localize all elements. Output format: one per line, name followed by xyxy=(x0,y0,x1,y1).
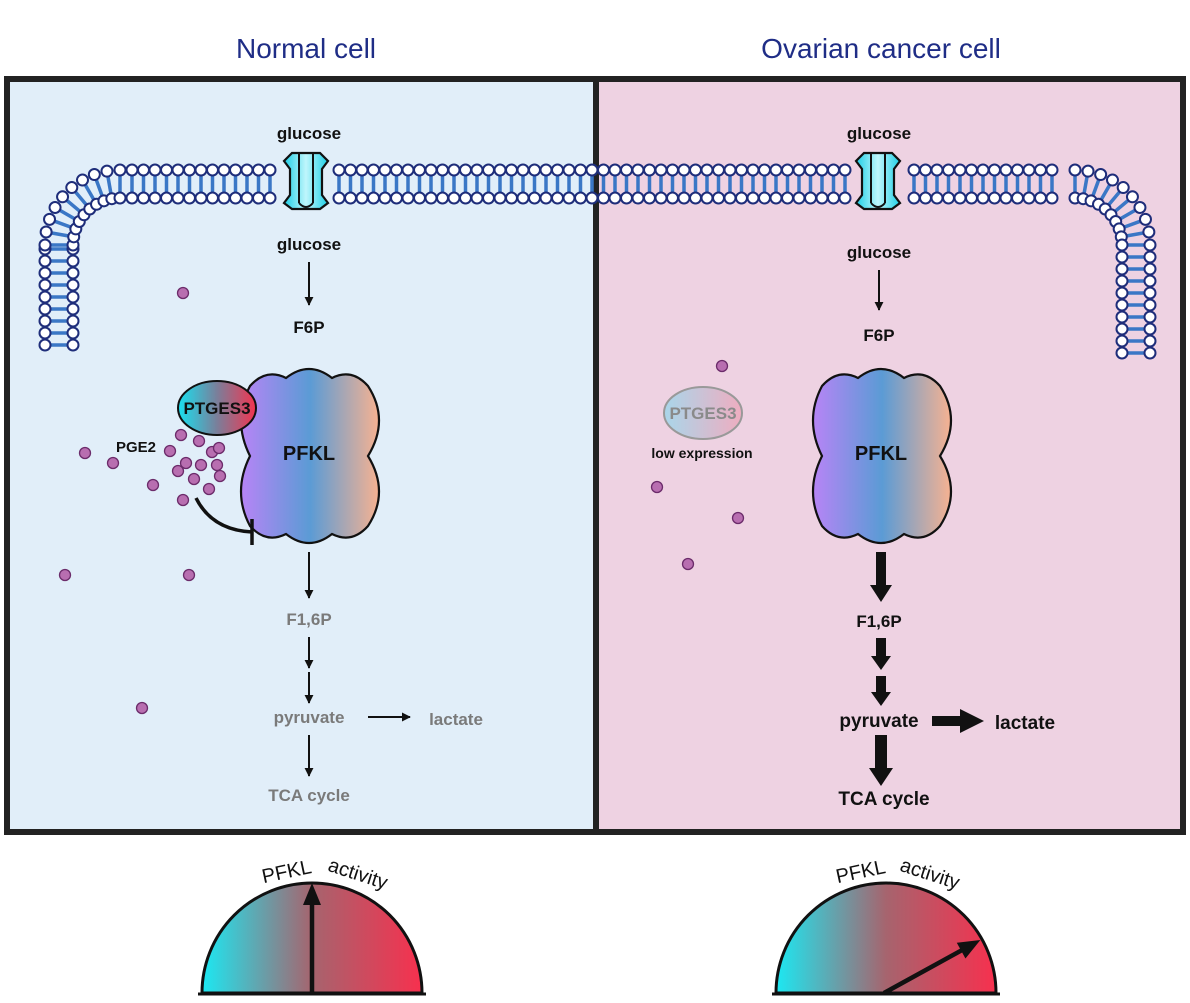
pge2-molecule-icon xyxy=(187,472,201,486)
normal-pfkl-enzyme xyxy=(240,367,380,545)
normal-glucose-inside: glucose xyxy=(277,235,341,254)
arrow-icon xyxy=(870,552,892,602)
pge2-molecule-icon xyxy=(176,286,190,300)
pge2-label: PGE2 xyxy=(116,439,156,456)
normal-pyruvate: pyruvate xyxy=(274,708,345,727)
cancer-tca-cycle: TCA cycle xyxy=(838,789,929,810)
cancer-f6p: F6P xyxy=(863,326,894,345)
pge2-molecule-icon xyxy=(202,482,216,496)
pge2-molecules xyxy=(58,286,745,715)
cancer-glucose-inside: glucose xyxy=(847,243,911,262)
cancer-pyruvate: pyruvate xyxy=(839,711,918,732)
glucose-transporter-icon xyxy=(282,151,330,211)
pge2-molecule-icon xyxy=(78,446,92,460)
normal-lactate: lactate xyxy=(429,710,483,729)
gauge-needle-icon xyxy=(882,945,968,995)
pge2-molecule-icon xyxy=(135,701,149,715)
cancer-activity-gauge: PFKL activity xyxy=(772,854,1000,996)
arrow-icon xyxy=(869,735,893,786)
normal-cell-title: Normal cell xyxy=(236,33,376,64)
pge2-molecule-icon xyxy=(210,458,224,472)
arrow-icon xyxy=(932,709,984,733)
pge2-molecule-icon xyxy=(163,444,177,458)
pge2-molecule-icon xyxy=(58,568,72,582)
gauge-needle-icon xyxy=(956,940,981,959)
pge2-molecule-icon xyxy=(192,434,206,448)
pge2-molecule-icon xyxy=(179,456,193,470)
pge2-molecule-icon xyxy=(171,464,185,478)
cancer-glucose-outside: glucose xyxy=(847,124,911,143)
cancer-ptges3-label: PTGES3 xyxy=(669,404,736,423)
pge2-molecule-icon xyxy=(146,478,160,492)
cell-membrane xyxy=(38,163,1157,360)
normal-pfkl-label: PFKL xyxy=(283,443,335,465)
pge2-molecule-icon xyxy=(681,557,695,571)
pge2-molecule-icon xyxy=(182,568,196,582)
cancer-ptges3-note: low expression xyxy=(651,445,752,461)
arrow-icon xyxy=(871,676,891,706)
gauge-needle-icon xyxy=(303,883,321,905)
normal-glucose-outside: glucose xyxy=(277,124,341,143)
pge2-molecule-icon xyxy=(194,458,208,472)
inhibition-bar-icon xyxy=(194,497,253,534)
pge2-molecule-icon xyxy=(650,480,664,494)
pge2-molecule-icon xyxy=(212,441,226,455)
normal-ptges3-label: PTGES3 xyxy=(183,399,250,418)
pge2-molecule-icon xyxy=(176,493,190,507)
pge2-molecule-icon xyxy=(731,511,745,525)
pge2-molecule-icon xyxy=(715,359,729,373)
arrow-icon xyxy=(871,638,891,670)
normal-f16p: F1,6P xyxy=(286,610,331,629)
cancer-pfkl-label: PFKL xyxy=(855,443,907,465)
cancer-lactate: lactate xyxy=(995,713,1055,734)
pge2-molecule-icon xyxy=(106,456,120,470)
cancer-pfkl-enzyme xyxy=(812,367,952,545)
normal-f6p: F6P xyxy=(293,318,324,337)
glucose-transporter-icon xyxy=(854,151,902,211)
pge2-molecule-icon xyxy=(174,428,188,442)
cancer-f16p: F1,6P xyxy=(856,612,901,631)
cancer-ptges3 xyxy=(663,386,743,440)
pge2-molecule-icon xyxy=(213,469,227,483)
normal-tca-cycle: TCA cycle xyxy=(268,786,350,805)
cancer-cell-title: Ovarian cancer cell xyxy=(761,33,1001,64)
normal-ptges3 xyxy=(177,380,257,436)
